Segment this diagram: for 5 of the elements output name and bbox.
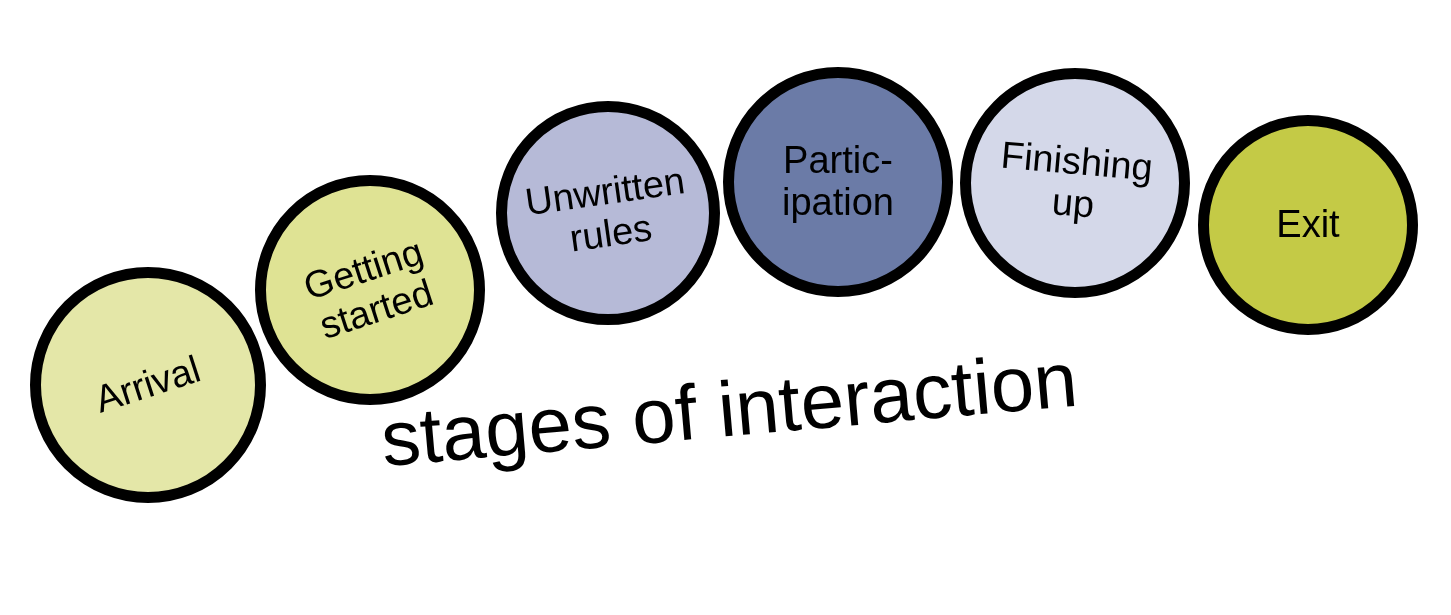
stage-label: Arrival <box>89 346 207 423</box>
stage-label: Finishing up <box>998 132 1156 228</box>
stage-label: Unwritten rules <box>521 158 689 262</box>
stage-label: Exit <box>1275 204 1341 246</box>
stage-label: Partic- ipation <box>781 140 895 224</box>
